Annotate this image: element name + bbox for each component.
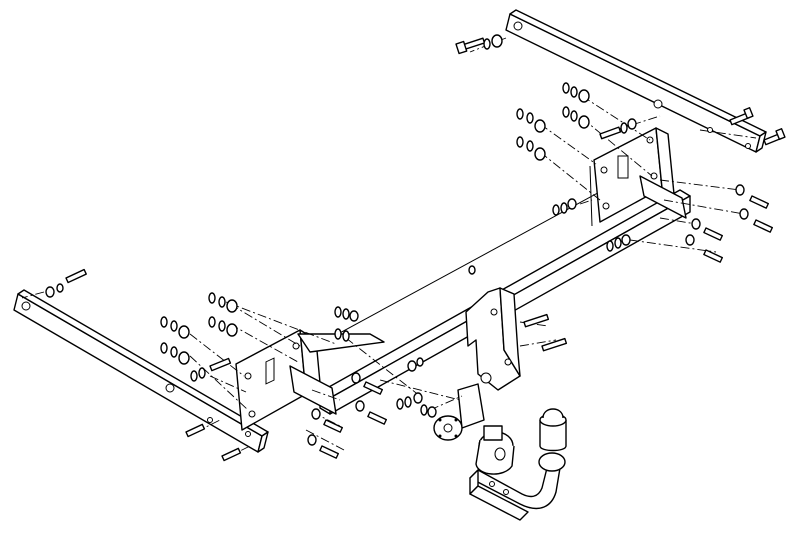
washer [427, 406, 437, 418]
washer [170, 346, 178, 358]
washer [190, 370, 198, 382]
washer [198, 367, 206, 379]
washer [562, 106, 570, 118]
washer [578, 115, 590, 129]
tow-ball-neck [469, 452, 566, 521]
bolt [729, 107, 754, 126]
bolt [763, 128, 786, 146]
left-mounting-plate [235, 329, 385, 431]
fasteners [45, 34, 786, 462]
bolt [749, 195, 770, 209]
right-side-bracket [505, 9, 767, 153]
bolt [523, 313, 550, 328]
washer [491, 34, 503, 48]
washer [526, 140, 534, 152]
washer [685, 234, 695, 246]
washer [307, 434, 317, 446]
washer [621, 234, 631, 246]
bolt [455, 37, 486, 55]
center-drop-bracket [465, 287, 521, 391]
washer [226, 323, 238, 337]
bolt [209, 357, 232, 372]
bolt [319, 445, 340, 459]
washer [606, 240, 614, 252]
washer [396, 398, 404, 410]
assembly-lines [21, 37, 757, 459]
washer [407, 360, 417, 372]
washer [516, 108, 524, 120]
washer [351, 372, 361, 384]
bolt [221, 447, 242, 462]
washer [420, 404, 428, 416]
washer [526, 112, 534, 124]
ball-cap [539, 408, 567, 452]
washer [413, 392, 423, 404]
electrical-socket [475, 425, 515, 475]
washer [534, 147, 546, 161]
socket-holder [433, 383, 485, 441]
washer [218, 296, 226, 308]
bolt [323, 419, 344, 433]
washer [218, 320, 226, 332]
washer [735, 184, 745, 196]
bolt [703, 249, 724, 263]
washer [45, 286, 55, 298]
washer [416, 357, 424, 367]
washer [56, 283, 64, 293]
washer [739, 208, 749, 220]
washer [342, 330, 350, 342]
washer [614, 237, 622, 249]
washer [178, 325, 190, 339]
washer [208, 292, 216, 304]
bolt [367, 411, 388, 425]
washer [483, 38, 491, 50]
washer [342, 308, 350, 320]
left-side-bracket [13, 289, 269, 453]
washer [226, 299, 238, 313]
bolt [753, 219, 774, 233]
washer [552, 204, 560, 216]
washer [404, 396, 412, 408]
washer [562, 82, 570, 94]
washer [627, 118, 637, 130]
washer [468, 265, 476, 275]
washer [691, 218, 701, 230]
bolt [185, 423, 206, 438]
washer [311, 408, 321, 420]
washer [570, 110, 578, 122]
bolt [363, 381, 384, 395]
bolt [599, 126, 622, 140]
washer [160, 342, 168, 354]
washer [349, 310, 359, 322]
washer [578, 89, 590, 103]
washer [570, 86, 578, 98]
washer [208, 316, 216, 328]
washer [560, 202, 568, 214]
washer [355, 400, 365, 412]
right-mounting-plate [589, 127, 687, 227]
bolt [703, 227, 724, 241]
bolt [65, 268, 87, 284]
washer [178, 351, 190, 365]
washer [160, 316, 168, 328]
washer [516, 136, 524, 148]
washer [170, 320, 178, 332]
washer [334, 328, 342, 340]
washer [620, 122, 628, 134]
washer [334, 306, 342, 318]
washer [567, 198, 577, 210]
bolt [541, 337, 568, 352]
washer [534, 119, 546, 133]
